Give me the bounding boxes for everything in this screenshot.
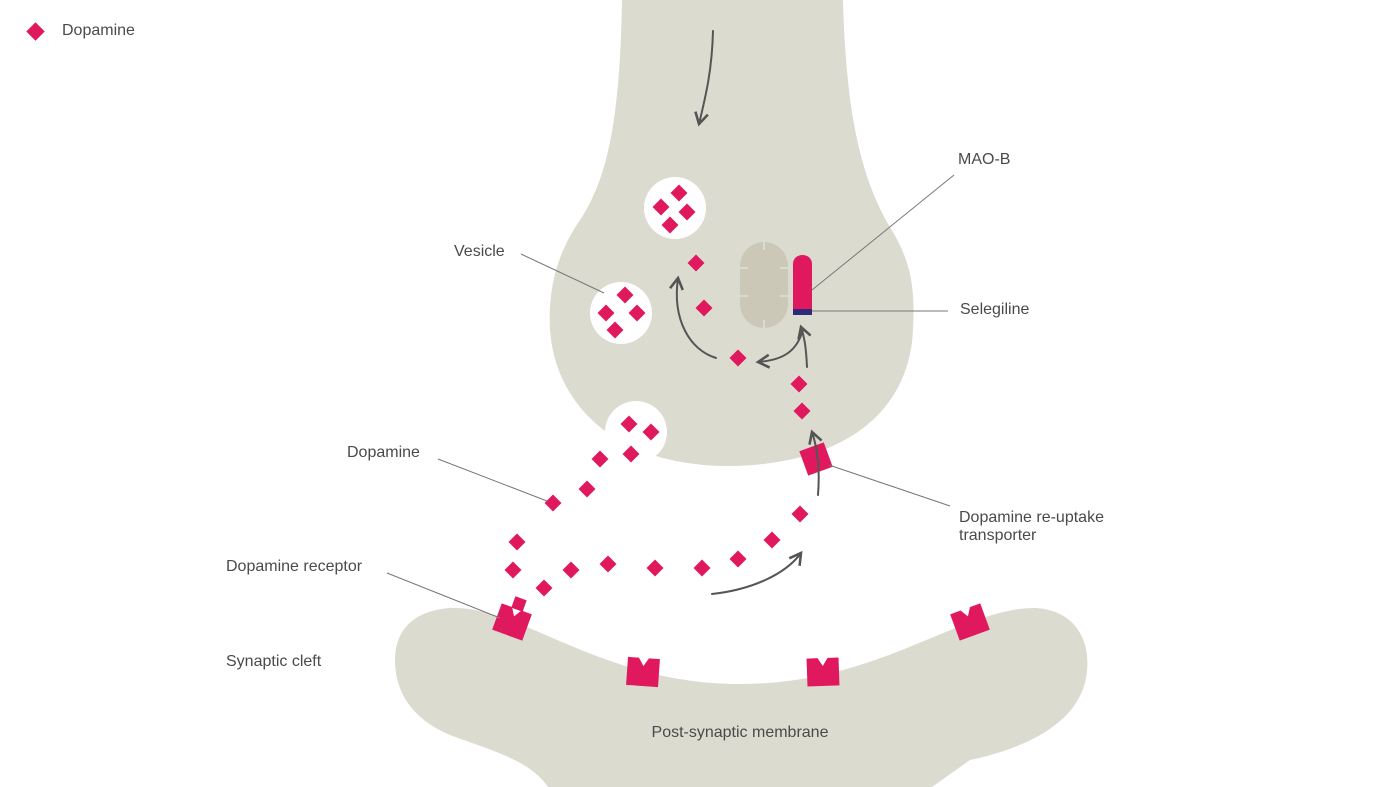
label-mao-b: MAO-B (958, 151, 1010, 168)
dopamine-molecule (646, 559, 664, 577)
leader-lines (386, 174, 955, 619)
label-synaptic-cleft: Synaptic cleft (226, 653, 322, 670)
dopamine-receptors (492, 603, 990, 688)
dopamine-molecule (578, 480, 596, 498)
arrow-cleft-return (711, 550, 803, 595)
label-selegiline: Selegiline (960, 301, 1029, 318)
presynaptic-terminal (549, 0, 914, 467)
dopamine-molecule (729, 349, 747, 367)
legend: Dopamine (26, 21, 135, 41)
postsynaptic-membrane (395, 607, 1088, 787)
label-receptor: Dopamine receptor (226, 558, 363, 575)
vesicle (644, 177, 706, 239)
dopamine-molecule (693, 559, 711, 577)
dopamine-receptor (806, 657, 840, 687)
arrow-reuptake-into (808, 429, 823, 496)
dopamine-receptor (626, 656, 660, 688)
flow-arrows (669, 30, 823, 595)
dopamine-molecule (504, 561, 522, 579)
dopamine-molecule (591, 450, 609, 468)
dopamine-molecule (729, 550, 747, 568)
dopamine-molecule (791, 505, 809, 523)
vesicle (590, 282, 652, 344)
label-vesicle: Vesicle (454, 243, 505, 260)
dopamine-molecule (544, 494, 562, 512)
leader-mao-b (811, 174, 955, 291)
dopamine-molecule (562, 561, 580, 579)
dopamine-molecule (508, 533, 526, 551)
dopamine-molecule (622, 445, 640, 463)
arrow-from-mao (755, 329, 804, 369)
label-reuptake-line2: transporter (959, 527, 1037, 544)
dopamine-molecule (790, 375, 808, 393)
reuptake-transporter (799, 442, 833, 476)
dopamine-molecule (535, 579, 553, 597)
leader-receptor (386, 572, 501, 619)
leader-dopamine (437, 458, 548, 502)
dopamine-molecule (763, 531, 781, 549)
dopamine-molecule (687, 254, 705, 272)
dopamine-receptor (492, 603, 532, 641)
dopamine-molecules (504, 254, 811, 612)
dopamine-molecule (695, 299, 713, 317)
arrow-signal-down (694, 30, 714, 127)
mitochondrion (740, 242, 788, 328)
label-reuptake-line1: Dopamine re-uptake (959, 509, 1104, 526)
label-postsynaptic-membrane: Post-synaptic membrane (652, 724, 829, 741)
arrow-to-vesicle (669, 275, 717, 359)
mao-b-enzyme (793, 255, 812, 309)
dopamine-molecule (793, 402, 811, 420)
vesicle-fusing (605, 401, 667, 463)
label-dopamine: Dopamine (347, 444, 420, 461)
dopamine-receptor (950, 603, 990, 641)
dopamine-molecule (599, 555, 617, 573)
selegiline-marker (793, 309, 812, 315)
legend-label: Dopamine (62, 22, 135, 39)
dopamine-molecule (511, 596, 527, 612)
leader-reuptake (828, 464, 951, 507)
leader-vesicle (520, 253, 605, 294)
arrow-to-mao (797, 324, 812, 368)
